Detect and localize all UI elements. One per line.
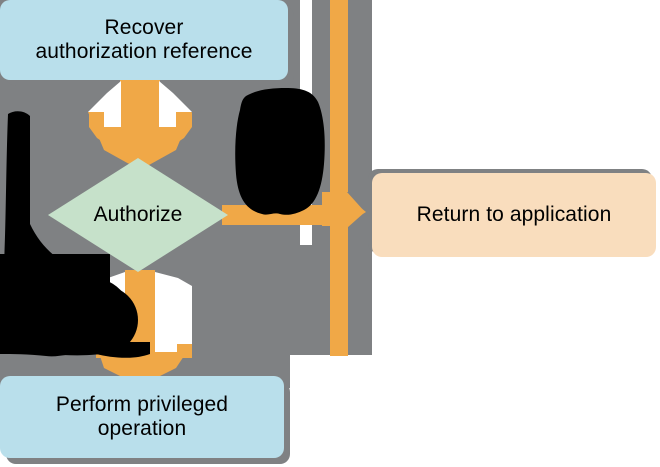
node-recover[interactable]: Recover authorization reference xyxy=(0,0,288,80)
node-recover-label: Recover authorization reference xyxy=(35,16,252,64)
edge-recover-to-authorize xyxy=(88,78,192,170)
node-recover-line2: authorization reference xyxy=(35,40,253,63)
node-authorize-label: Authorize xyxy=(93,203,183,226)
node-perform-label: Perform privileged operation xyxy=(56,393,228,441)
blob-right-edge-label xyxy=(234,88,326,220)
node-perform-line2: operation xyxy=(97,417,187,440)
node-return-label: Return to application xyxy=(416,202,612,226)
node-perform-line1: Perform privileged xyxy=(55,392,229,416)
node-authorize[interactable]: Authorize xyxy=(48,158,228,272)
node-perform[interactable]: Perform privileged operation xyxy=(0,376,284,458)
blob-left-edge-label xyxy=(0,104,150,360)
node-return[interactable]: Return to application xyxy=(372,173,656,257)
edge-authorize-to-return xyxy=(222,0,366,356)
node-recover-line1: Recover xyxy=(104,15,184,39)
